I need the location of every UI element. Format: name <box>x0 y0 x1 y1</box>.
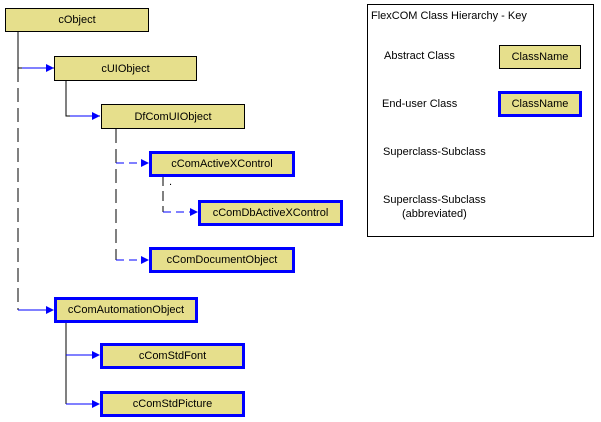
key-title: FlexCOM Class Hierarchy - Key <box>371 10 527 22</box>
node-ccomstdpicture: cComStdPicture <box>100 391 245 417</box>
key-solid-label: Superclass-Subclass <box>383 146 486 158</box>
node-cobject: cObject <box>5 8 149 32</box>
key-abstract-sample: ClassName <box>499 45 581 69</box>
connector-cobject-cuiobject <box>17 32 54 69</box>
key-dashed-label-line2: (abbreviated) <box>401 208 467 220</box>
node-ccomdbactivexcontrol: cComDbActiveXControl <box>198 200 343 226</box>
key-enduser-sample: ClassName <box>498 91 582 117</box>
key-dashed-label: Superclass-Subclass (abbreviated) <box>383 193 486 221</box>
node-ccomdocumentobject: cComDocumentObject <box>149 247 295 273</box>
node-dfcomuiobject: DfComUIObject <box>101 104 245 129</box>
node-ccomautomationobject: cComAutomationObject <box>54 297 198 323</box>
node-cuiobject: cUIObject <box>54 56 197 81</box>
connector-cuiobject-dfcomuiobject <box>65 81 100 117</box>
node-ccomactivexcontrol: cComActiveXControl <box>149 151 295 177</box>
node-ccomstdfont: cComStdFont <box>100 343 245 369</box>
key-dashed-label-line1: Superclass-Subclass <box>383 194 486 206</box>
key-abstract-label: Abstract Class <box>384 50 455 62</box>
key-panel <box>367 4 594 237</box>
stray-dot: . <box>169 176 173 188</box>
key-enduser-label: End-user Class <box>382 98 458 110</box>
